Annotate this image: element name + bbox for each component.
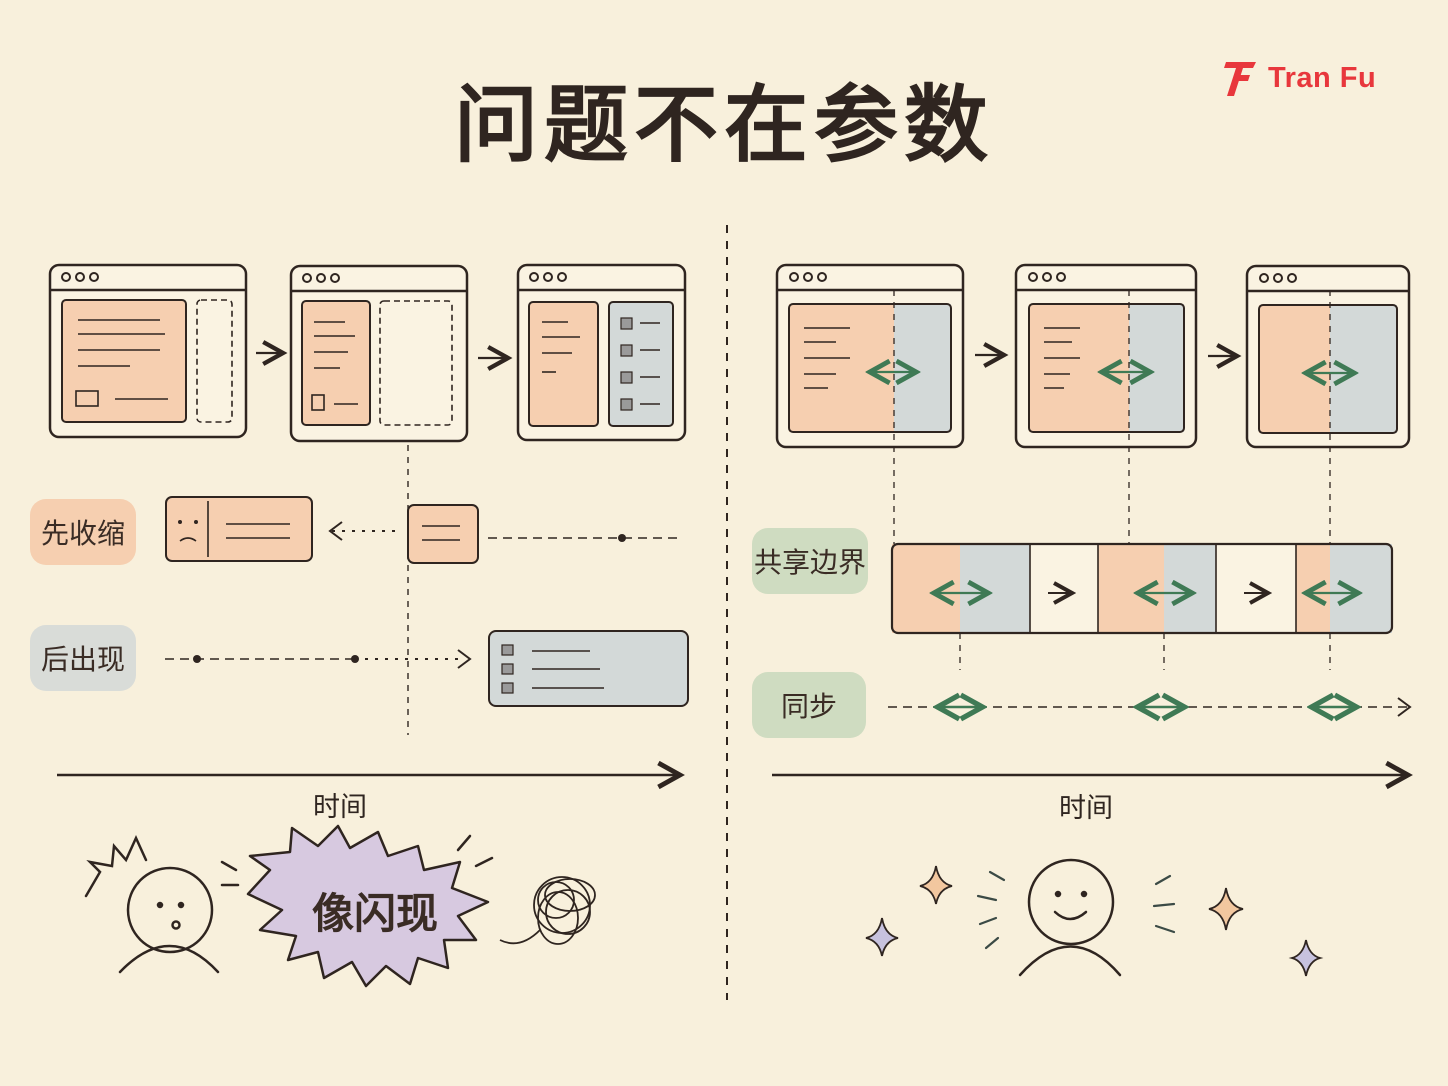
label-appear-later: 后出现 — [30, 625, 136, 691]
shared-boundary-strip — [890, 542, 1394, 635]
label-shared-boundary: 共享边界 — [752, 528, 868, 594]
sparkle-icon — [865, 917, 899, 957]
label-sync: 同步 — [752, 672, 866, 738]
page-title: 问题不在参数 — [453, 76, 994, 174]
shrink-row — [165, 496, 678, 564]
worried-face-icon — [84, 834, 240, 974]
sync-row — [888, 698, 1412, 716]
right-browser-window-1 — [775, 263, 965, 449]
sparkle-icon — [919, 865, 953, 905]
left-axis-label: 时间 — [313, 792, 367, 823]
brand-logo: Tran Fu — [1222, 58, 1376, 98]
browser-window-2 — [289, 264, 469, 443]
tf-logo-icon — [1224, 62, 1256, 96]
right-browser-window-3 — [1245, 264, 1411, 449]
tangled-scribble-icon — [499, 876, 596, 945]
appear-row — [165, 630, 689, 707]
brand-name: Tran Fu — [1268, 61, 1377, 94]
browser-window-1 — [48, 263, 248, 439]
right-browser-window-2 — [1014, 263, 1198, 449]
sparkle-icon — [1288, 939, 1324, 977]
right-axis-label: 时间 — [1059, 793, 1113, 824]
sparkle-icon — [1208, 887, 1244, 931]
label-shrink-first: 先收缩 — [30, 499, 136, 565]
burst-shape — [246, 824, 490, 988]
browser-window-3 — [516, 263, 687, 442]
happy-face-icon — [1018, 858, 1122, 977]
flash-label: 像闪现 — [311, 889, 438, 938]
